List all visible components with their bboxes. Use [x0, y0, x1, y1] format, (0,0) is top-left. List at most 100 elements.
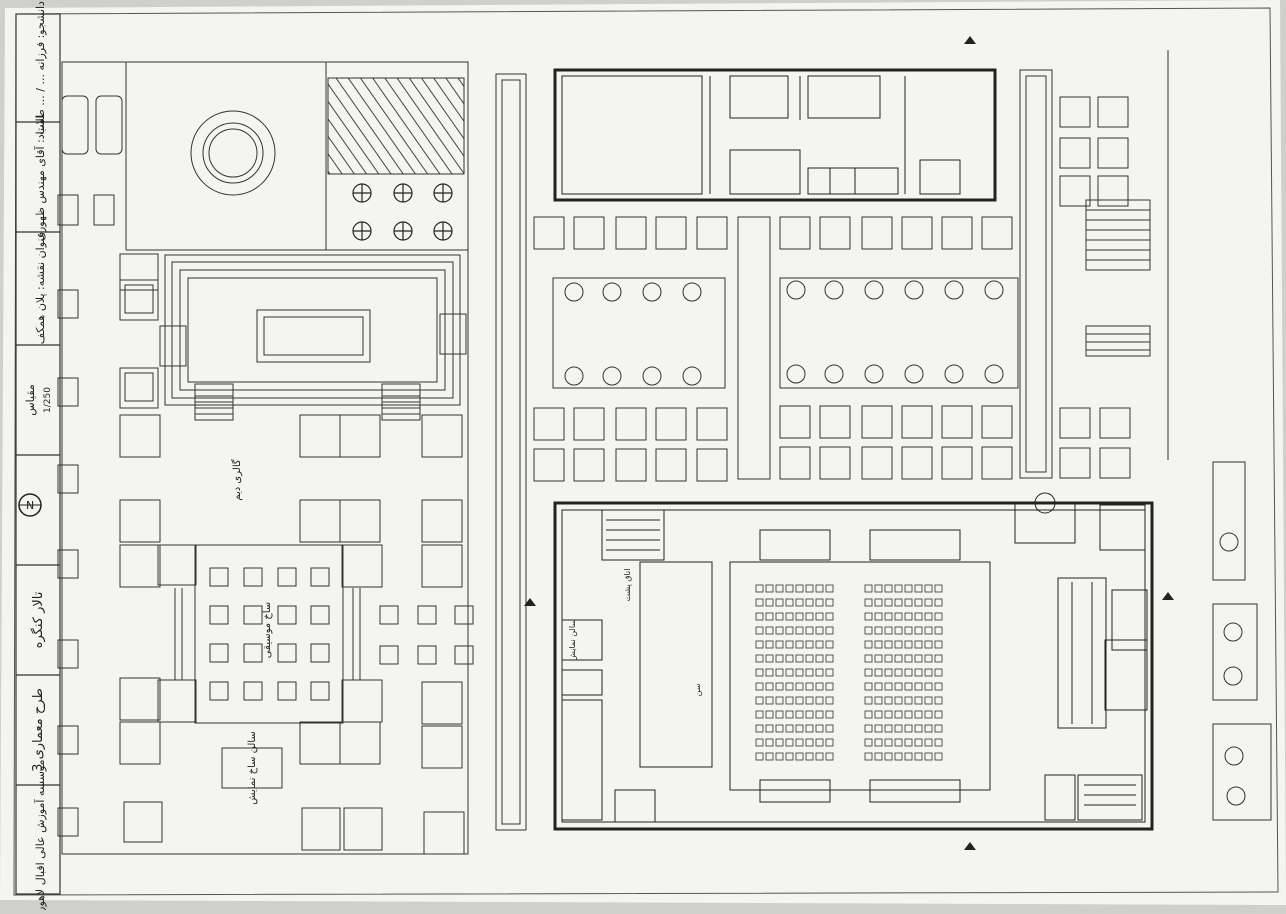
- seat: [755, 724, 764, 733]
- seat: [914, 640, 923, 649]
- seat: [894, 710, 903, 719]
- walkway-east-inner: [1025, 75, 1047, 473]
- seat: [785, 654, 794, 663]
- seat: [904, 752, 913, 761]
- seat: [884, 738, 893, 747]
- seat: [924, 598, 933, 607]
- plaza-planters-north: [533, 216, 1013, 250]
- seat: [884, 752, 893, 761]
- label-exhibit-hall: سالن ساخ نمایش: [247, 731, 258, 804]
- label-backstage: اتاق پشت: [623, 569, 632, 602]
- seat: [825, 654, 834, 663]
- seat: [795, 752, 804, 761]
- seat: [894, 626, 903, 635]
- seat: [755, 710, 764, 719]
- seat: [785, 738, 794, 747]
- seat: [894, 668, 903, 677]
- seat: [795, 710, 804, 719]
- seat: [914, 584, 923, 593]
- title-block-student: دانشجو: فرزانه ... / ... طلاب: [34, 1, 47, 135]
- seat: [864, 584, 873, 593]
- seat: [894, 752, 903, 761]
- seat: [884, 612, 893, 621]
- seat: [765, 612, 774, 621]
- seat: [825, 598, 834, 607]
- seat: [755, 682, 764, 691]
- seat: [785, 612, 794, 621]
- east-strip: [1059, 50, 1272, 821]
- seat: [934, 682, 943, 691]
- seat: [924, 612, 933, 621]
- seat: [934, 724, 943, 733]
- seat: [864, 668, 873, 677]
- seat: [864, 724, 873, 733]
- seat: [904, 696, 913, 705]
- seat: [934, 738, 943, 747]
- title-block-scale-value: 1/250: [43, 387, 53, 413]
- seat: [815, 654, 824, 663]
- seat: [775, 696, 784, 705]
- seat: [795, 696, 804, 705]
- walkway-east: [1019, 69, 1053, 479]
- site-markers-west: [57, 194, 115, 837]
- seat: [874, 710, 883, 719]
- seat: [785, 696, 794, 705]
- seat: [914, 752, 923, 761]
- seat: [795, 668, 804, 677]
- seat: [795, 626, 804, 635]
- seat: [805, 626, 814, 635]
- title-block-scale: مقیاس: [24, 384, 37, 416]
- seat: [884, 710, 893, 719]
- label-stage: سن: [693, 683, 702, 696]
- plaza-planters-south: [533, 216, 1013, 482]
- seat: [894, 738, 903, 747]
- seat: [884, 668, 893, 677]
- auditorium-building: [553, 492, 1154, 831]
- seat: [934, 640, 943, 649]
- seat: [785, 626, 794, 635]
- seat: [825, 710, 834, 719]
- seat: [825, 738, 834, 747]
- seat: [864, 696, 873, 705]
- pool-terrace: [159, 254, 467, 421]
- seat: [884, 682, 893, 691]
- walkway-west: [495, 73, 527, 831]
- seat: [884, 584, 893, 593]
- seat: [934, 584, 943, 593]
- seat: [795, 640, 804, 649]
- seat: [864, 752, 873, 761]
- title-block-course: طرح معماری 3: [31, 688, 46, 772]
- seat: [825, 696, 834, 705]
- music-court: [157, 544, 383, 724]
- seat: [775, 640, 784, 649]
- auditorium-seating: [755, 584, 943, 761]
- seat: [775, 738, 784, 747]
- section-markers: [524, 36, 1174, 850]
- seat: [924, 738, 933, 747]
- label-west-gallery: گالری دیم: [231, 459, 243, 501]
- seat: [864, 640, 873, 649]
- seat: [765, 584, 774, 593]
- seat: [825, 612, 834, 621]
- seat: [795, 612, 804, 621]
- seat: [805, 696, 814, 705]
- seat: [884, 626, 893, 635]
- seat: [815, 724, 824, 733]
- seat: [914, 598, 923, 607]
- seat: [795, 598, 804, 607]
- seat: [795, 682, 804, 691]
- seat: [904, 682, 913, 691]
- seat: [884, 640, 893, 649]
- seat: [775, 584, 784, 593]
- seat: [874, 584, 883, 593]
- seat: [914, 654, 923, 663]
- seat: [815, 640, 824, 649]
- seat: [904, 626, 913, 635]
- seat: [934, 626, 943, 635]
- seat: [924, 584, 933, 593]
- court-seat-grid: [209, 567, 474, 701]
- seat: [874, 696, 883, 705]
- seat: [765, 640, 774, 649]
